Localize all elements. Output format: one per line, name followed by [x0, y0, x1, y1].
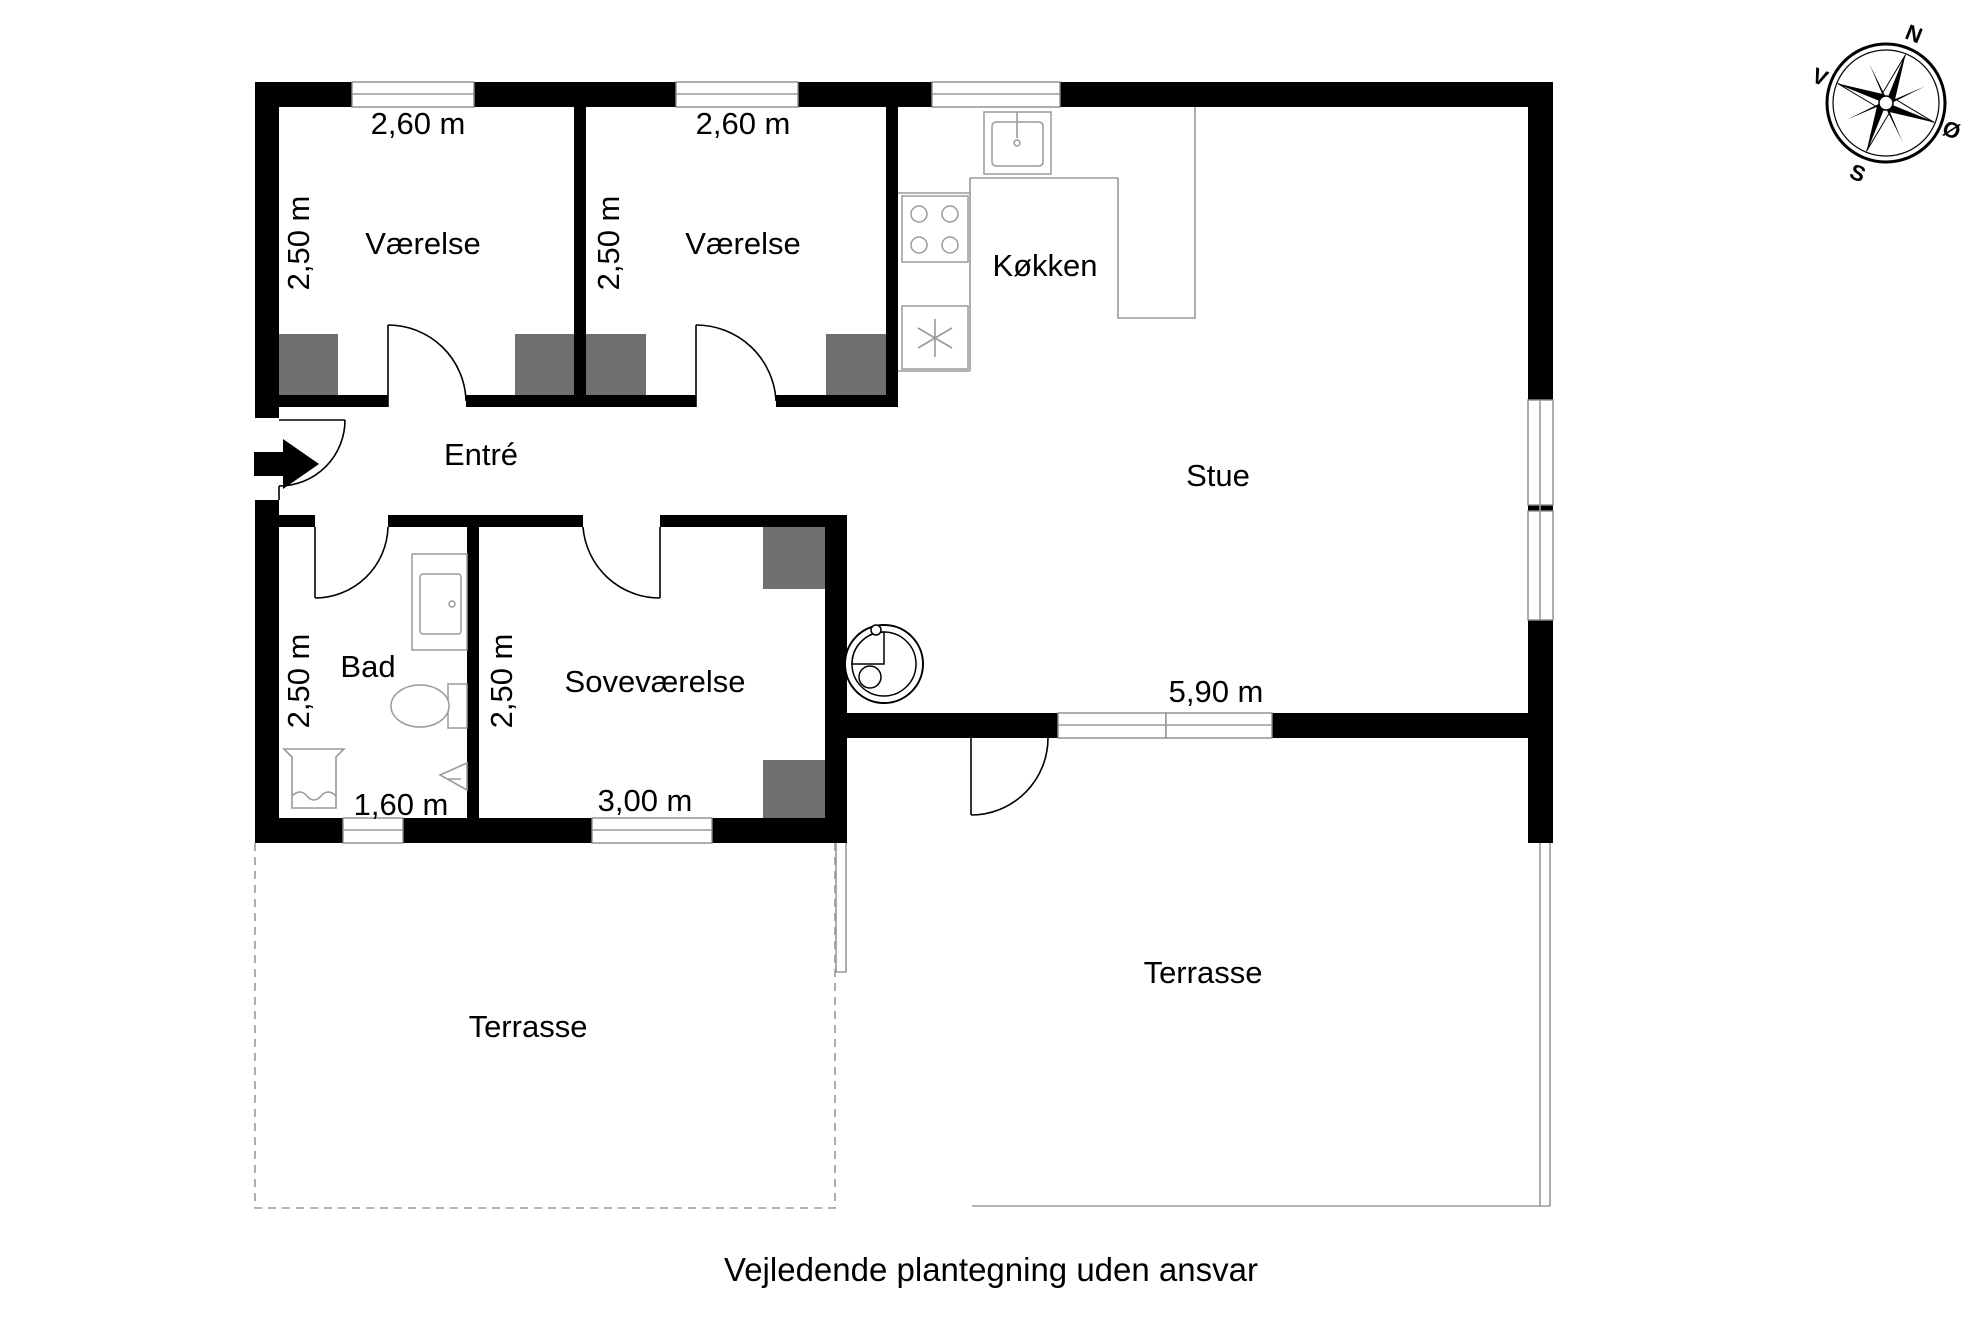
dimension-vaerelse-1-width: 2,60 m [371, 106, 466, 141]
kitchen-sink-icon [983, 111, 1052, 175]
room-label-entre: Entré [444, 437, 518, 472]
dimension-vaerelse-2-depth: 2,50 m [591, 196, 626, 291]
room-label-stue: Stue [1186, 458, 1250, 493]
windows [342, 81, 1554, 844]
dimension-vaerelse-2-width: 2,60 m [696, 106, 791, 141]
room-labels: Værelse Værelse Køkken Entré Stue Bad So… [340, 226, 1262, 1044]
room-label-sovevaerelse: Soveværelse [565, 664, 746, 699]
wood-stove-icon [844, 624, 924, 704]
shower-icon [282, 748, 346, 809]
entrance-arrow-icon [254, 439, 319, 489]
doors [278, 324, 1049, 816]
room-label-vaerelse-2: Værelse [685, 226, 800, 261]
bathroom-fixtures [282, 553, 468, 809]
compass-needle-icon [1837, 54, 1935, 152]
bathroom-sink-icon [411, 553, 468, 651]
dimension-vaerelse-1-depth: 2,50 m [281, 196, 316, 291]
dimension-labels: 2,60 m 2,60 m 2,50 m 2,50 m 2,50 m 2,50 … [281, 106, 1263, 822]
compass-south: S [1846, 159, 1869, 188]
kitchen-fixtures [898, 107, 1196, 372]
room-label-terrasse-left: Terrasse [469, 1009, 588, 1044]
dimension-bad-depth: 2,50 m [281, 634, 316, 729]
dimension-stue-width: 5,90 m [1169, 674, 1264, 709]
dimension-sovevaerelse-width: 3,00 m [598, 783, 693, 818]
cooktop-icon [901, 195, 969, 263]
terrace-outlines [254, 740, 1551, 1209]
toilet-icon [390, 683, 468, 729]
room-label-vaerelse-1: Værelse [365, 226, 480, 261]
wardrobes [279, 334, 886, 818]
room-label-bad: Bad [340, 649, 395, 684]
plan-caption: Vejledende plantegning uden ansvar [724, 1251, 1258, 1288]
compass-north: N [1902, 19, 1926, 48]
dimension-sovevaerelse-depth: 2,50 m [484, 634, 519, 729]
freezer-snowflake-icon [901, 305, 969, 370]
room-label-terrasse-right: Terrasse [1144, 955, 1263, 990]
compass-rose: N Ø S V [1808, 19, 1964, 188]
dimension-bad-width: 1,60 m [354, 787, 449, 822]
room-label-koekken: Køkken [992, 248, 1097, 283]
